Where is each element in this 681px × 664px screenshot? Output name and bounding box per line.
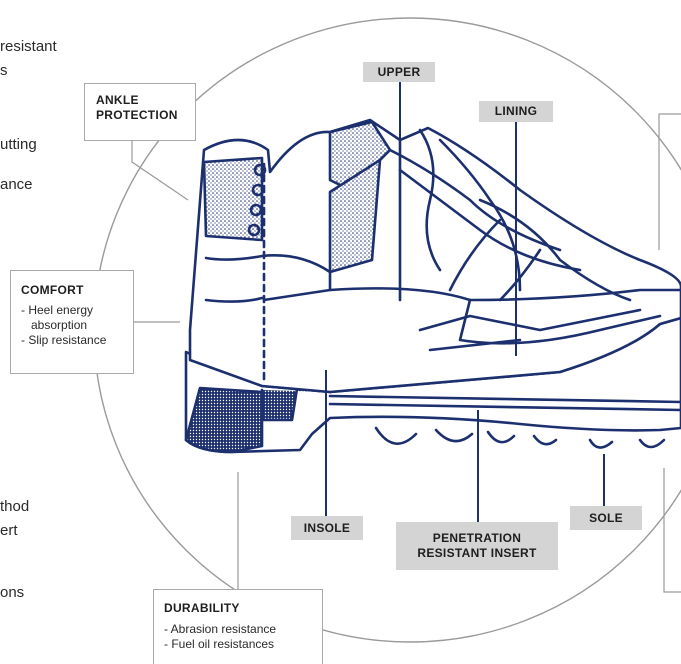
- insole-label: INSOLE: [291, 516, 363, 540]
- ankle-line-1: ANKLE: [96, 93, 139, 107]
- comfort-item: - Slip resistance: [21, 333, 107, 347]
- durability-item: - Abrasion resistance: [164, 622, 277, 636]
- text-fragment: utting: [0, 136, 37, 153]
- penetration-insert-line-2: RESISTANT INSERT: [417, 546, 537, 560]
- sole-label: SOLE: [570, 506, 642, 530]
- text-fragment: s: [0, 62, 8, 79]
- ankle-protection-box: ANKLE PROTECTION: [84, 83, 196, 141]
- durability-box: DURABILITY - Abrasion resistance - Fuel …: [153, 589, 323, 664]
- text-fragment: resistant: [0, 38, 57, 55]
- text-fragment: ert: [0, 522, 18, 539]
- lining-label: LINING: [479, 101, 553, 122]
- callout-lines: [325, 82, 605, 524]
- upper-label: UPPER: [363, 62, 435, 82]
- durability-item: - Fuel oil resistances: [164, 637, 275, 651]
- comfort-item: absorption: [31, 318, 88, 332]
- durability-title: DURABILITY: [164, 601, 240, 615]
- penetration-insert-line-1: PENETRATION: [432, 531, 522, 545]
- boot: [184, 118, 681, 454]
- comfort-title: COMFORT: [21, 283, 84, 297]
- text-fragment: ons: [0, 584, 25, 601]
- text-fragment: ance: [0, 176, 33, 193]
- text-fragment: thod: [0, 498, 30, 515]
- leader-lines: [131, 113, 681, 594]
- penetration-insert-label: PENETRATION RESISTANT INSERT: [396, 522, 558, 570]
- comfort-box: COMFORT - Heel energy absorption - Slip …: [10, 270, 134, 374]
- comfort-item: - Heel energy: [21, 303, 94, 317]
- ankle-line-2: PROTECTION: [96, 108, 178, 122]
